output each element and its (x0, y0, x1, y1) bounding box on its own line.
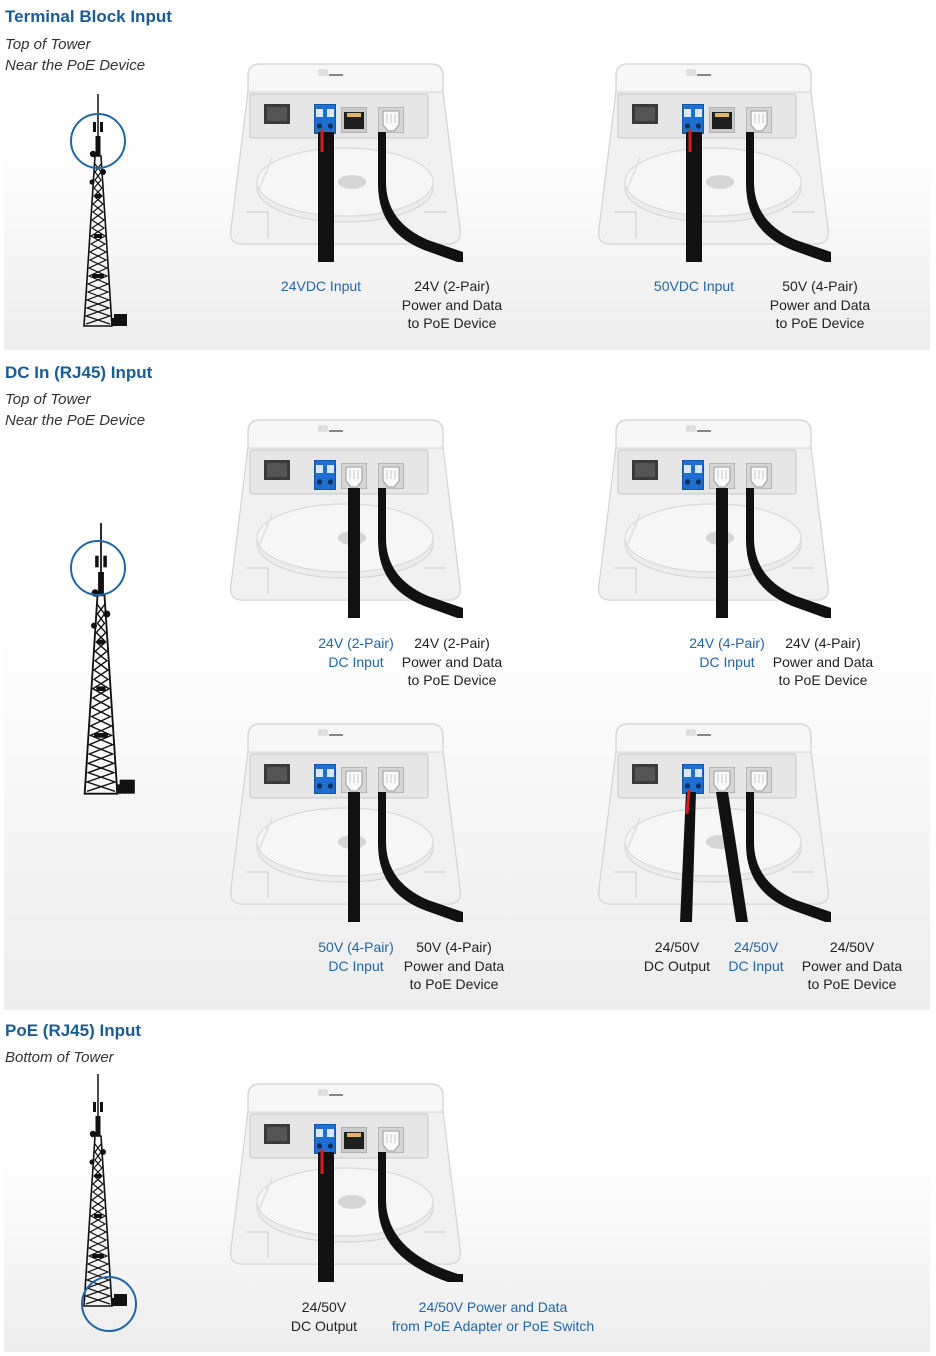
label-line: Power and Data (403, 957, 505, 974)
highlight-ring-icon (70, 540, 126, 596)
label-24v-4pair-power-data: 24V (4-Pair) Power and Data to PoE Devic… (773, 634, 873, 690)
poe-unit-icon (228, 62, 463, 262)
rj45-port-icon (341, 767, 367, 793)
label-50v-4pair-power-data: 50V (4-Pair) Power and Data to PoE Devic… (770, 277, 870, 333)
label-50vdc-input: 50VDC Input (654, 277, 734, 296)
poe-unit-icon (228, 1082, 463, 1282)
rj45-port-icon (746, 107, 772, 133)
terminal-block-icon (314, 764, 336, 794)
label-line: to PoE Device (807, 976, 897, 992)
rj45-port-icon (378, 1127, 404, 1153)
highlight-ring-icon (81, 1276, 137, 1332)
rj45-port-icon (709, 767, 735, 793)
label-line: DC Output (290, 1317, 358, 1334)
rj45-port-icon (341, 107, 367, 133)
terminal-block-icon (682, 460, 704, 490)
poe-unit-icon (228, 418, 463, 618)
section-subtitle-terminal-block: Top of Tower Near the PoE Device (5, 34, 145, 76)
label-line: DC Output (643, 957, 711, 974)
rj45-port-icon (709, 463, 735, 489)
label-line: 50V (4-Pair) (782, 278, 858, 294)
label-line: DC Input (728, 957, 784, 974)
subtitle-line: Near the PoE Device (5, 412, 146, 429)
label-24-50v-dc-output: 24/50V DC Output (644, 938, 710, 975)
rj45-port-icon (746, 767, 772, 793)
label-24-50v-dc-output: 24/50V DC Output (291, 1298, 357, 1335)
label-24vdc-input: 24VDC Input (281, 277, 361, 296)
rj45-port-icon (746, 463, 772, 489)
label-line: 50VDC Input (653, 278, 735, 294)
terminal-block-icon (682, 764, 704, 794)
rj45-port-icon (709, 107, 735, 133)
label-24v-2pair-dc-input: 24V (2-Pair) DC Input (318, 634, 393, 671)
label-line: 50V (4-Pair) (416, 939, 492, 955)
label-line: 24V (2-Pair) (414, 635, 490, 651)
rj45-port-icon (341, 1127, 367, 1153)
label-24-50v-power-data-from-poe: 24/50V Power and Data from PoE Adapter o… (392, 1298, 594, 1335)
label-line: 24V (2-Pair) (318, 635, 394, 651)
rj45-port-icon (378, 767, 404, 793)
subtitle-line: Bottom of Tower (5, 1049, 114, 1066)
rj45-port-icon (341, 463, 367, 489)
section-poe-background (4, 1018, 930, 1352)
subtitle-line: Near the PoE Device (5, 57, 146, 74)
label-line: 24/50V (654, 939, 700, 955)
label-line: to PoE Device (407, 672, 497, 688)
label-line: Power and Data (772, 653, 874, 670)
label-line: 24/50V (733, 939, 779, 955)
poe-unit-icon (596, 62, 831, 262)
label-line: DC Input (328, 957, 384, 974)
label-50v-4pair-dc-input: 50V (4-Pair) DC Input (318, 938, 393, 975)
label-line: 24V (4-Pair) (689, 635, 765, 651)
highlight-ring-icon (70, 113, 126, 169)
label-line: Power and Data (769, 296, 871, 313)
label-line: to PoE Device (778, 672, 868, 688)
terminal-block-icon (314, 1124, 336, 1154)
rj45-port-icon (378, 463, 404, 489)
label-line: to PoE Device (407, 315, 497, 331)
label-24-50v-power-data: 24/50V Power and Data to PoE Device (802, 938, 902, 994)
label-line: to PoE Device (409, 976, 499, 992)
label-line: Power and Data (401, 296, 503, 313)
label-line: 24V (2-Pair) (414, 278, 490, 294)
label-24v-2pair-power-data: 24V (2-Pair) Power and Data to PoE Devic… (402, 634, 502, 690)
subtitle-line: Top of Tower (5, 391, 91, 408)
label-line: 50V (4-Pair) (318, 939, 394, 955)
label-line: 24VDC Input (280, 278, 362, 294)
label-24v-2pair-power-data: 24V (2-Pair) Power and Data to PoE Devic… (402, 277, 502, 333)
section-title-terminal-block: Terminal Block Input (5, 7, 172, 26)
terminal-block-icon (314, 104, 336, 134)
label-24v-4pair-dc-input: 24V (4-Pair) DC Input (689, 634, 764, 671)
label-line: 24/50V (301, 1299, 347, 1315)
label-line: to PoE Device (775, 315, 865, 331)
label-line: Power and Data (801, 957, 903, 974)
label-line: DC Input (328, 653, 384, 670)
section-subtitle-dc-in: Top of Tower Near the PoE Device (5, 389, 145, 431)
section-subtitle-poe: Bottom of Tower (5, 1047, 114, 1068)
label-line: 24/50V (829, 939, 875, 955)
terminal-block-icon (682, 104, 704, 134)
section-title-poe: PoE (RJ45) Input (5, 1021, 142, 1040)
poe-unit-icon (228, 722, 463, 922)
label-line: Power and Data (401, 653, 503, 670)
rj45-port-icon (378, 107, 404, 133)
terminal-block-icon (314, 460, 336, 490)
label-line: 24/50V Power and Data (418, 1299, 568, 1315)
label-line: DC Input (699, 653, 755, 670)
section-title-dc-in: DC In (RJ45) Input (5, 363, 153, 382)
label-line: from PoE Adapter or PoE Switch (391, 1317, 595, 1334)
label-line: 24V (4-Pair) (785, 635, 861, 651)
label-50v-4pair-power-data: 50V (4-Pair) Power and Data to PoE Devic… (404, 938, 504, 994)
label-24-50v-dc-input: 24/50V DC Input (728, 938, 783, 975)
poe-unit-icon (596, 722, 831, 922)
subtitle-line: Top of Tower (5, 36, 91, 53)
poe-unit-icon (596, 418, 831, 618)
